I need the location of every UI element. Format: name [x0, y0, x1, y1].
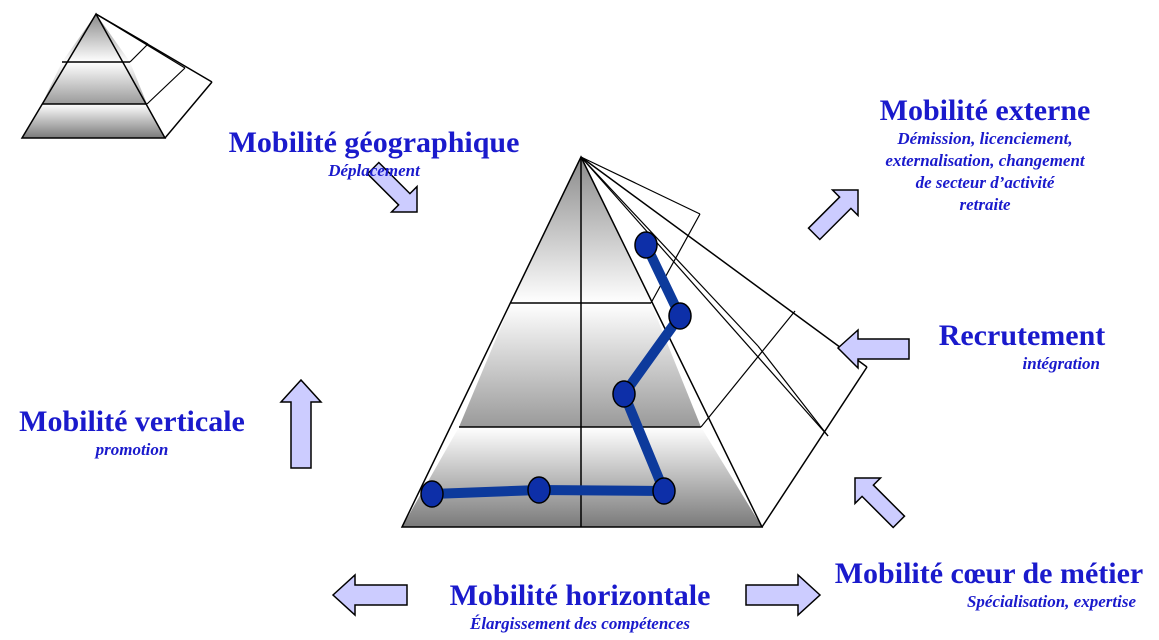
label-geographique-sub: Déplacement	[328, 161, 420, 180]
path-node	[612, 380, 636, 408]
label-verticale-title: Mobilité verticale	[19, 405, 245, 438]
label-recrutement-sub: intégration	[1022, 354, 1100, 373]
path-node	[652, 477, 676, 505]
arrow-geographique-icon	[366, 161, 418, 213]
label-externe-sub-2: externalisation, changement	[885, 151, 1085, 170]
label-externe: Mobilité externe Démission, licenciement…	[840, 94, 1130, 216]
label-coeur: Mobilité cœur de métier Spécialisation, …	[822, 557, 1156, 613]
label-geographique-title: Mobilité géographique	[228, 126, 520, 159]
label-verticale: Mobilité verticale promotion	[2, 405, 262, 461]
label-horizontale: Mobilité horizontale Élargissement des c…	[420, 579, 740, 635]
label-externe-title: Mobilité externe	[879, 94, 1091, 127]
label-externe-sub-1: Démission, licenciement,	[897, 129, 1073, 148]
label-recrutement: Recrutement intégration	[922, 319, 1122, 375]
label-coeur-title: Mobilité cœur de métier	[834, 557, 1144, 590]
label-externe-sub-4: retraite	[959, 195, 1011, 214]
label-externe-sub-3: de secteur d’activité	[915, 173, 1055, 192]
label-horizontale-title: Mobilité horizontale	[449, 579, 711, 612]
path-node	[668, 302, 692, 330]
label-horizontale-sub: Élargissement des compétences	[469, 614, 691, 633]
arrow-externe-icon	[807, 189, 859, 241]
arrow-recrutement-icon	[836, 328, 910, 370]
main-pyramid	[400, 155, 868, 528]
label-geographique: Mobilité géographique Déplacement	[214, 126, 534, 182]
arrow-horizontale-left-icon	[331, 573, 408, 617]
arrow-coeur-icon	[854, 477, 906, 529]
career-path	[420, 231, 692, 508]
arrow-horizontale-right-icon	[745, 573, 822, 617]
arrow-verticale-icon	[279, 378, 323, 469]
path-node	[527, 476, 551, 504]
label-verticale-sub: promotion	[95, 440, 169, 459]
small-pyramid	[20, 12, 213, 139]
label-recrutement-title: Recrutement	[938, 319, 1106, 352]
path-node	[634, 231, 658, 259]
path-node	[420, 480, 444, 508]
label-coeur-sub: Spécialisation, expertise	[966, 592, 1136, 611]
